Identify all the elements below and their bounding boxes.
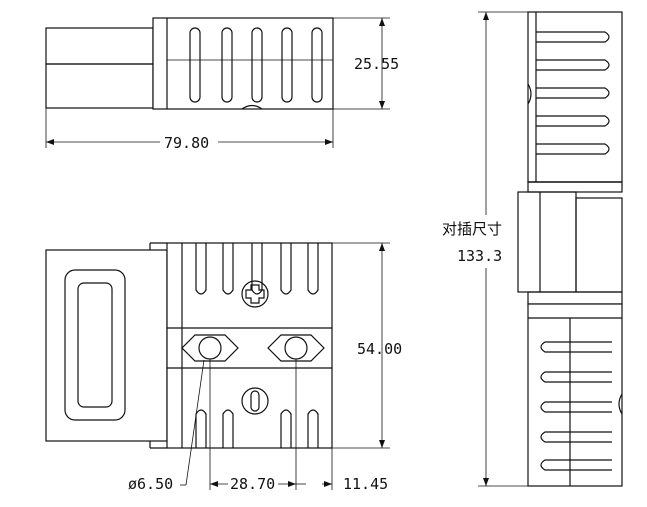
total-length-caption: 对插尺寸 — [442, 220, 502, 238]
edge-offset-label: 11.45 — [343, 475, 388, 493]
front-height-dimension: 54.00 — [332, 242, 402, 449]
total-length-label: 133.3 — [457, 247, 502, 265]
top-width-label: 79.80 — [164, 134, 209, 152]
hole-diameter-label: ø6.50 — [128, 475, 173, 493]
top-view — [45, 17, 334, 110]
side-view — [517, 11, 623, 487]
top-height-dimension: 25.55 — [333, 17, 399, 110]
top-height-label: 25.55 — [354, 55, 399, 73]
total-length-dimension: 对插尺寸 133.3 — [442, 11, 528, 487]
hole-dimensions: ø6.50 28.70 11.45 — [128, 359, 388, 493]
front-view — [45, 242, 333, 449]
front-height-label: 54.00 — [357, 340, 402, 358]
hole-spacing-label: 28.70 — [230, 475, 275, 493]
top-width-dimension: 79.80 — [45, 108, 334, 152]
